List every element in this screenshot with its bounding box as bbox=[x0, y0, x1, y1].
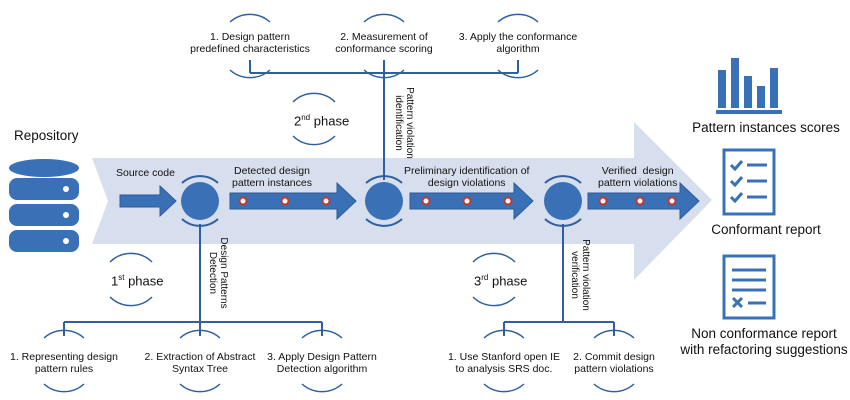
top-step-3: 3. Apply the conformance algorithm bbox=[458, 31, 578, 55]
marker-dot bbox=[280, 196, 290, 206]
phase-2-label: 2nd phase bbox=[294, 113, 350, 129]
output-nonconformance-report-label: Non conformance report with refactoring … bbox=[680, 326, 848, 357]
verified-violations-label: Verified design pattern violations bbox=[598, 165, 678, 189]
detected-instances-label: Detected design pattern instances bbox=[232, 165, 312, 189]
bottom-left-step-2: 2. Extraction of Abstract Syntax Tree bbox=[144, 351, 256, 375]
top-step-2: 2. Measurement of conformance scoring bbox=[335, 31, 433, 55]
repository-label: Repository bbox=[14, 128, 79, 143]
marker-dot bbox=[635, 196, 645, 206]
marker-dot bbox=[503, 196, 513, 206]
marker-dot bbox=[321, 196, 331, 206]
phase-3-label: 3rd phase bbox=[474, 273, 528, 289]
bottom-left-step-1: 1. Representing design pattern rules bbox=[10, 351, 118, 375]
arrow-detected-instances bbox=[229, 181, 357, 221]
process-node-3 bbox=[544, 175, 582, 227]
phase-1-label: 1st phase bbox=[111, 273, 164, 289]
database-icon bbox=[9, 159, 79, 252]
bar-chart-icon bbox=[716, 58, 782, 114]
bottom-right-step-2: 2. Commit design pattern violations bbox=[573, 351, 655, 375]
output-pattern-scores-label: Pattern instances scores bbox=[692, 120, 840, 135]
top-step-1: 1. Design pattern predefined characteris… bbox=[190, 31, 310, 55]
marker-dot bbox=[598, 196, 608, 206]
output-conformant-report-label: Conformant report bbox=[711, 222, 821, 237]
report-x-icon bbox=[722, 254, 776, 320]
checklist-icon bbox=[722, 148, 776, 216]
marker-dot bbox=[421, 196, 431, 206]
pattern-violation-verification-label: Pattern violation verification bbox=[569, 239, 591, 311]
source-code-label: Source code bbox=[116, 167, 175, 179]
preliminary-identification-label: Preliminary identification of design vio… bbox=[404, 165, 530, 189]
marker-dot bbox=[667, 196, 677, 206]
marker-dot bbox=[462, 196, 472, 206]
pattern-violation-identification-label: Pattern violation identification bbox=[393, 87, 415, 159]
process-node-1 bbox=[181, 175, 219, 227]
process-node-2 bbox=[365, 175, 403, 227]
marker-dot bbox=[238, 196, 248, 206]
arrow-source-code bbox=[119, 184, 177, 218]
bottom-left-step-3: 3. Apply Design Pattern Detection algori… bbox=[267, 351, 377, 375]
design-patterns-detection-label: Design Patterns Detection bbox=[207, 237, 229, 309]
bottom-right-step-1: 1. Use Stanford open IE to analysis SRS … bbox=[447, 351, 561, 375]
